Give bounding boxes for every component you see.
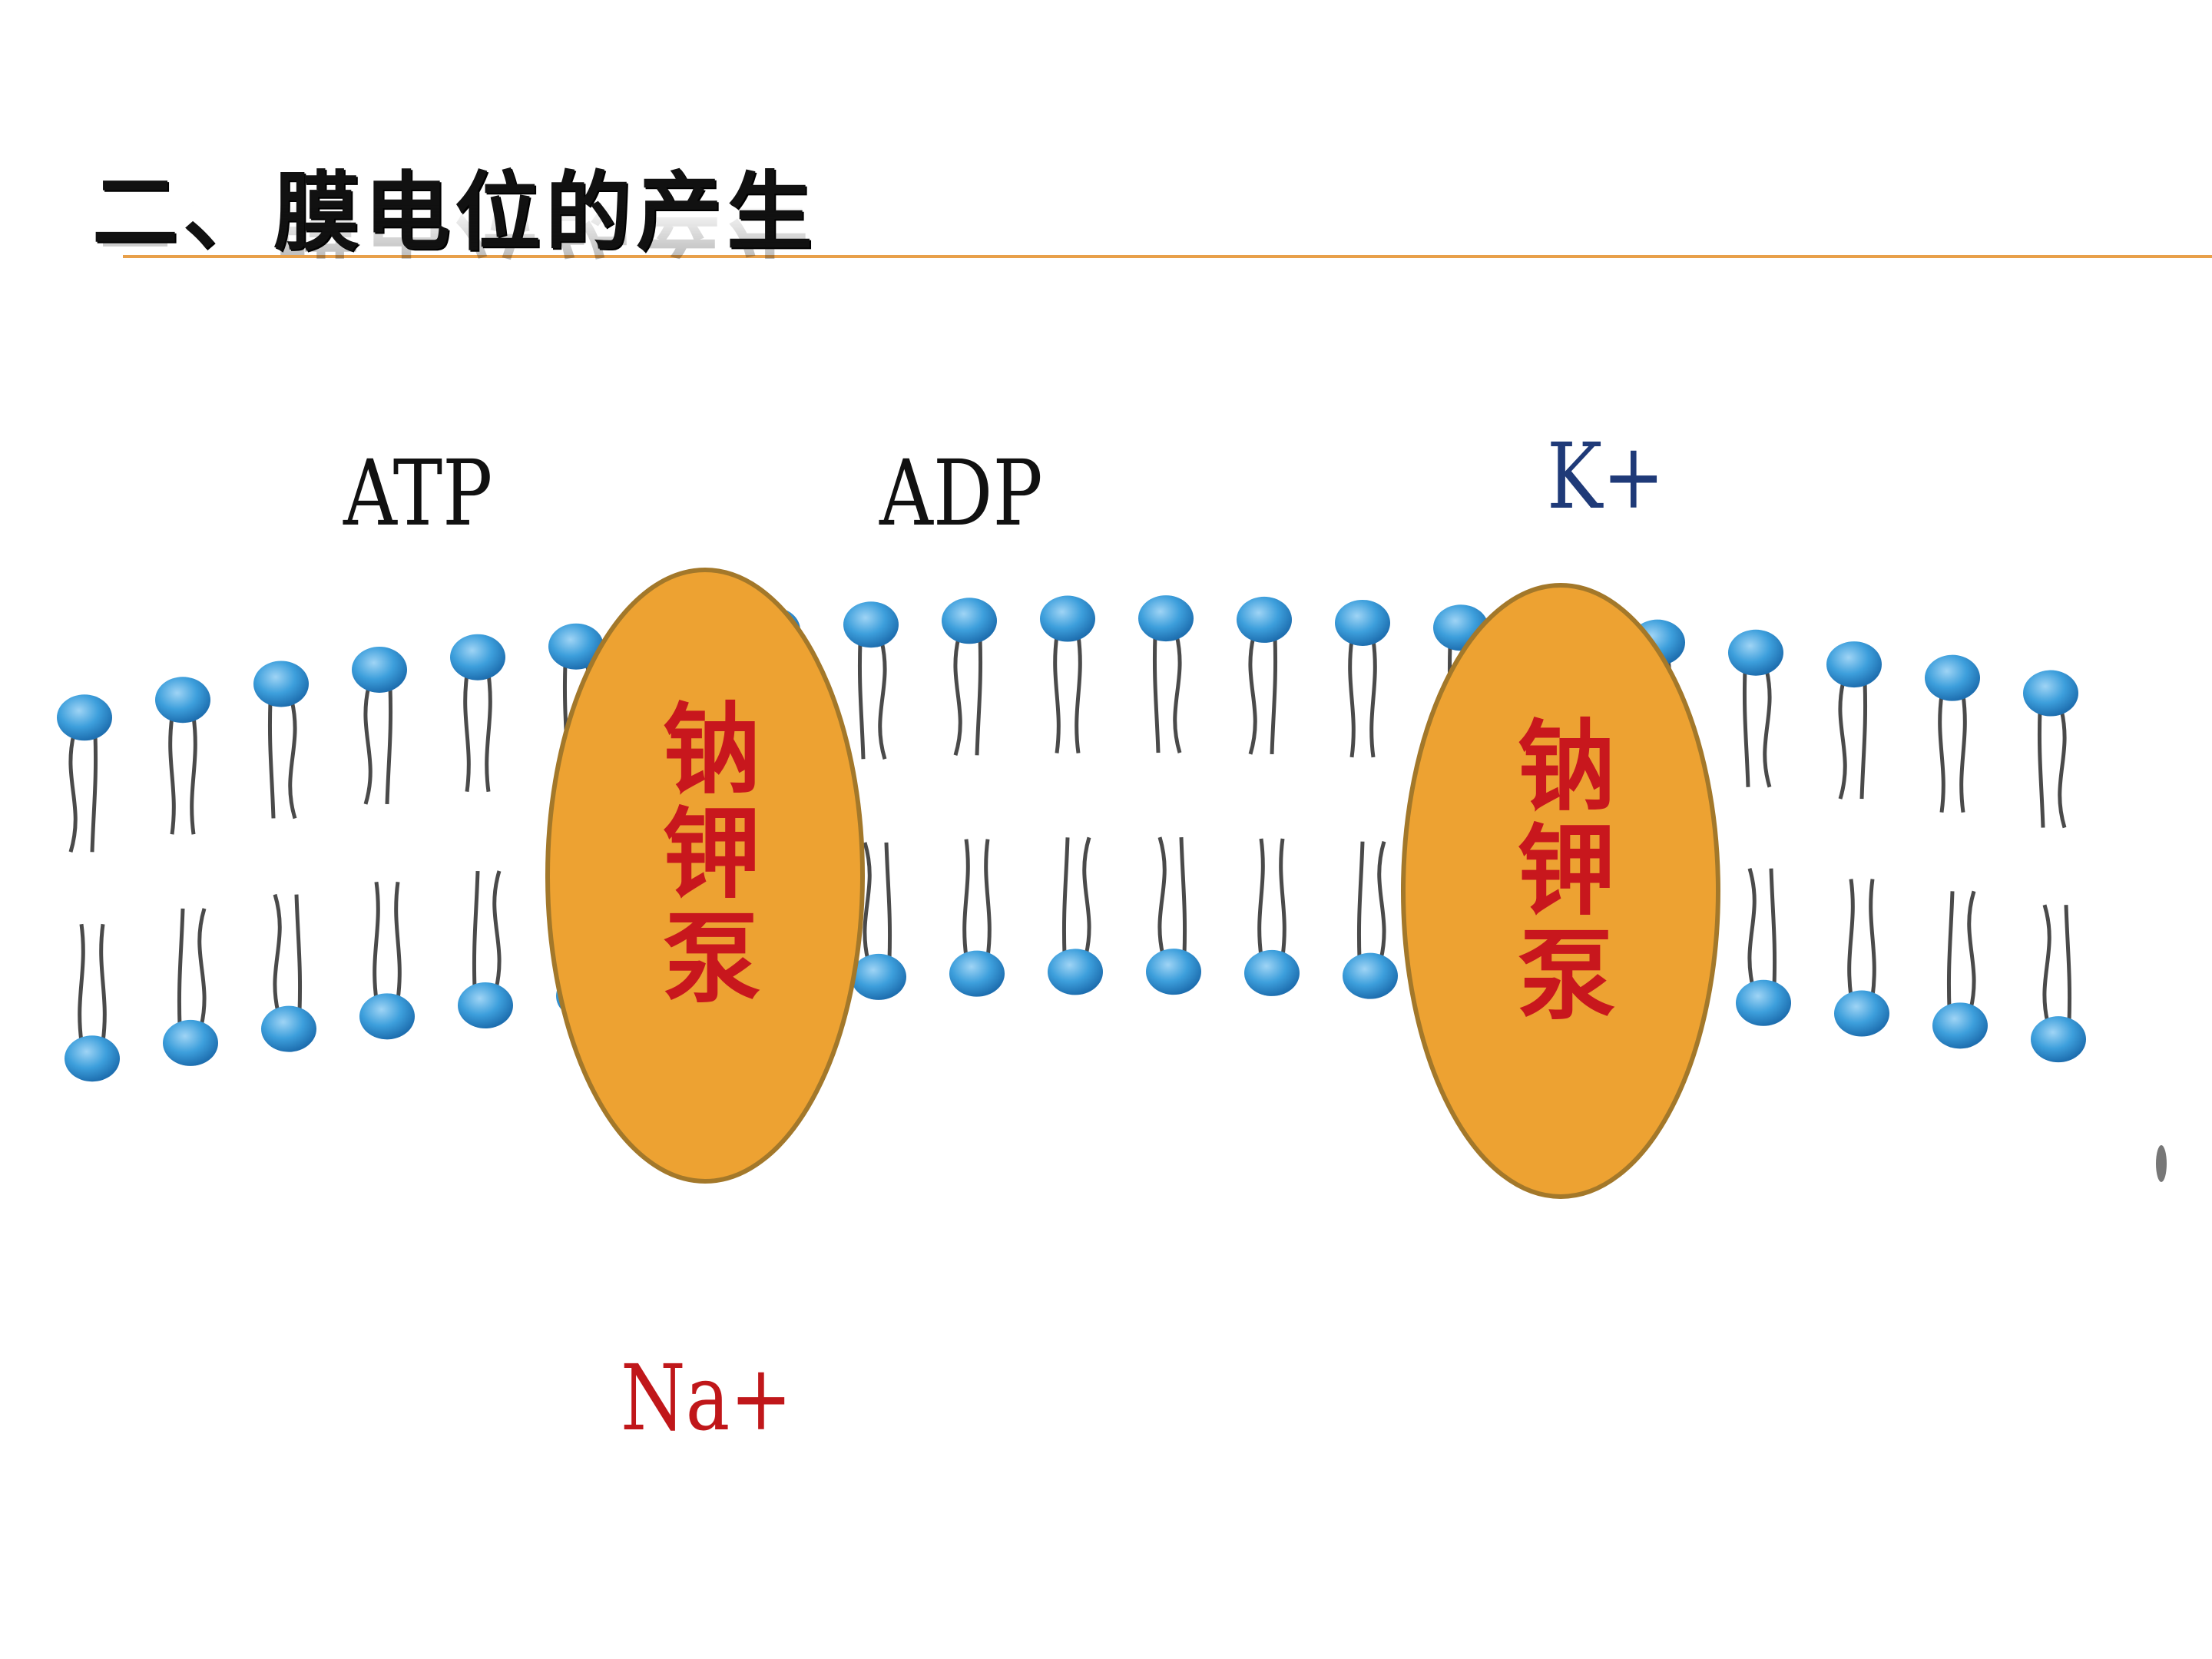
stray-mark: [2156, 1145, 2167, 1182]
phospholipid: [1925, 654, 1980, 813]
phospholipid: [450, 634, 505, 793]
page-title: 二、膜电位的产生: [92, 163, 817, 263]
phospholipid: [253, 661, 309, 820]
phospholipid: [155, 677, 210, 835]
phospholipid: [352, 646, 407, 805]
sodium-potassium-pump-left: [545, 568, 865, 1184]
phospholipid: [1040, 595, 1095, 753]
sodium-potassium-pump-right: [1401, 583, 1720, 1199]
phospholipid: [2023, 670, 2078, 829]
phospholipid: [1335, 599, 1390, 758]
phospholipid: [1244, 838, 1300, 996]
phospholipid: [1728, 629, 1783, 788]
phospholipid: [1343, 840, 1398, 999]
phospholipid: [851, 842, 906, 1000]
pump-layer: [545, 568, 1720, 1199]
potassium-ion-label: K+: [1547, 423, 1665, 529]
phospholipid: [1237, 596, 1292, 755]
phospholipid: [1146, 836, 1201, 995]
phospholipid: [57, 694, 112, 853]
phospholipid: [261, 893, 316, 1052]
phospholipid: [1932, 890, 1988, 1049]
phospholipid: [949, 839, 1005, 997]
membrane-layer: [57, 595, 2086, 1082]
atp-label: ATP: [343, 440, 493, 546]
phospholipid: [65, 923, 120, 1082]
phospholipid: [1736, 868, 1791, 1026]
phospholipid: [1834, 879, 1889, 1037]
adp-label: ADP: [879, 440, 1043, 546]
phospholipid: [458, 870, 513, 1029]
title-block: 二、膜电位的产生 二、膜电位的产生: [92, 165, 1091, 311]
phospholipid: [1138, 595, 1194, 753]
phospholipid: [1826, 641, 1882, 800]
title-rule: [123, 255, 2212, 258]
sodium-ion-label: Na+: [621, 1345, 793, 1451]
phospholipid: [359, 881, 415, 1040]
pump-label-right: 钠钾泵: [1500, 714, 1615, 1028]
phospholipid: [942, 598, 997, 756]
pump-label-left: 钠钾泵: [645, 697, 760, 1011]
phospholipid: [163, 908, 218, 1066]
phospholipid: [1048, 836, 1103, 995]
phospholipid: [843, 601, 899, 760]
phospholipid: [2031, 904, 2086, 1063]
